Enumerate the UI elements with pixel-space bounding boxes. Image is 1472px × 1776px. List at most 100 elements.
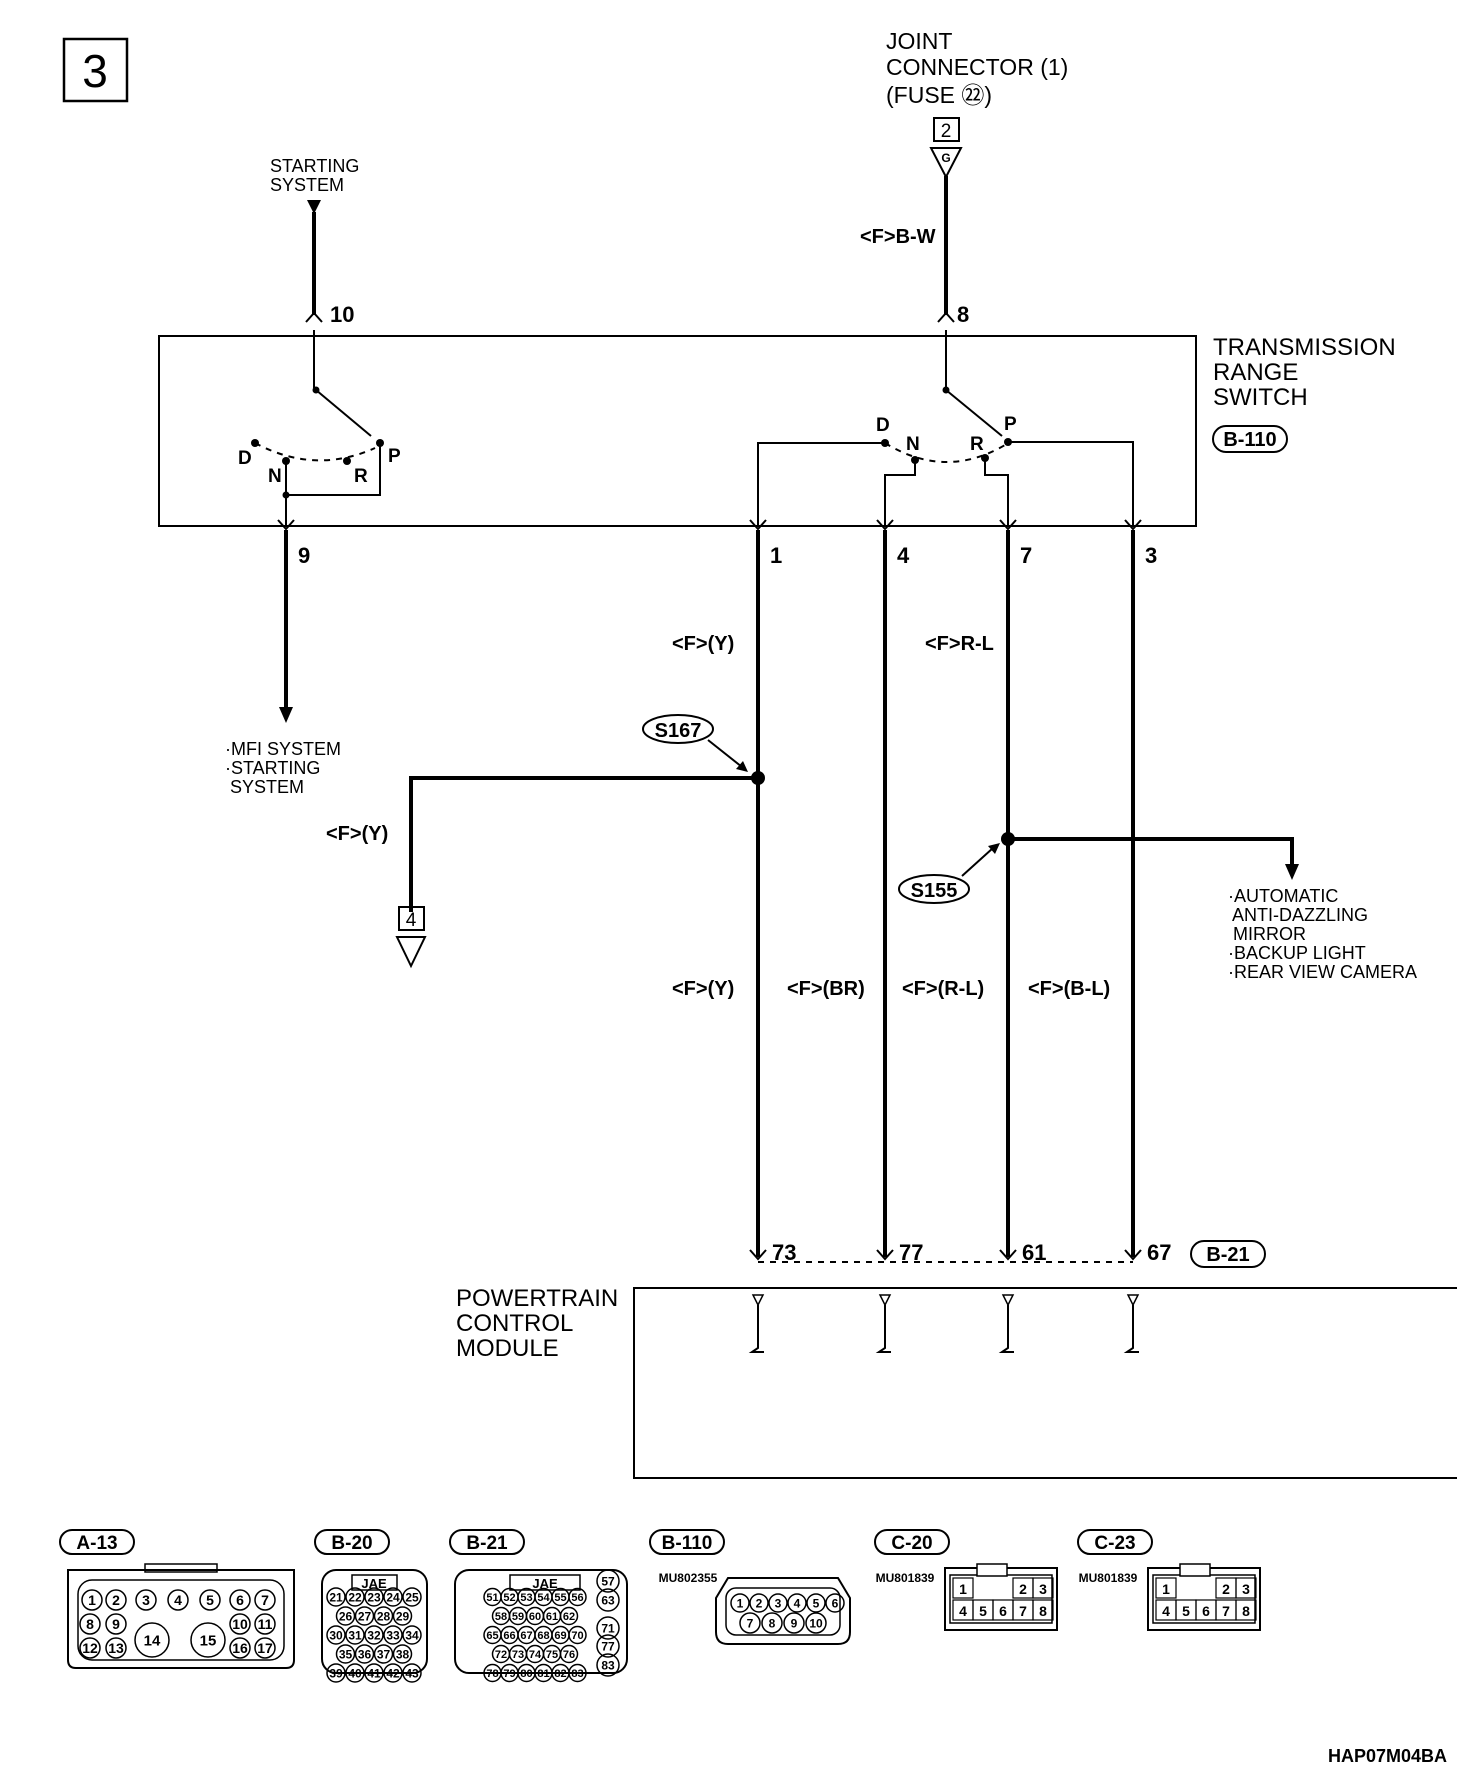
connector-pin-5-6: 7 — [1222, 1603, 1230, 1619]
pcm-pin-73-label: 73 — [772, 1240, 796, 1265]
connector-pin-0-16: 17 — [257, 1640, 273, 1656]
switch-range-arc — [254, 442, 376, 462]
connector-latch — [351, 1574, 398, 1591]
connector-pin — [402, 1625, 422, 1645]
connector-pin-1-14: 35 — [339, 1647, 353, 1661]
connector-pin — [383, 1587, 403, 1607]
connector-latch — [509, 1574, 581, 1591]
connector-pin-2-8: 60 — [529, 1611, 541, 1623]
splice-s167-label: S167 — [655, 720, 702, 742]
trs-line-1: TRANSMISSION — [1213, 334, 1396, 361]
pin-3-label: 3 — [1145, 543, 1157, 568]
connector-pin — [335, 1644, 356, 1664]
connector-pin-2-29: 63 — [601, 1593, 615, 1607]
connector-pin-5-0: 1 — [1162, 1581, 1170, 1597]
connector-id-tag — [1077, 1529, 1153, 1555]
connector-pin-1-22: 43 — [405, 1666, 419, 1680]
connector-pin-3-5: 6 — [832, 1596, 839, 1610]
switch-pos-p: P — [1004, 414, 1017, 435]
connector-pin-3-8: 9 — [791, 1616, 798, 1630]
connector-pin-0-8: 9 — [112, 1616, 120, 1632]
connector-pin-1-12: 33 — [386, 1628, 400, 1642]
connector-pin-2-0: 51 — [486, 1592, 498, 1604]
switch-contact-arm — [945, 389, 1003, 437]
connector-pin — [730, 1593, 750, 1613]
pcm-label: POWERTRAIN CONTROL MODULE — [456, 1285, 618, 1362]
connector-pin-1-18: 39 — [329, 1666, 343, 1680]
connector-pin — [354, 1644, 375, 1664]
destination-line-1: ·AUTOMATIC — [1228, 886, 1338, 906]
connector-pin — [81, 1589, 103, 1611]
connector-pin-2-15: 69 — [554, 1630, 566, 1642]
connector-pin-1-21: 42 — [386, 1666, 400, 1680]
pcm-inputs — [748, 1294, 1140, 1353]
connector-pin-5-7: 8 — [1242, 1603, 1250, 1619]
wire-bw-label: <F>B-W — [860, 226, 936, 248]
joint-pin-number: 2 — [941, 121, 952, 142]
connector-pin-2-31: 77 — [601, 1639, 615, 1653]
connector-pin-0-12: 13 — [108, 1640, 124, 1656]
connector-pin — [199, 1589, 221, 1611]
connector-pin-0-5: 6 — [236, 1592, 244, 1608]
connector-pin — [761, 1612, 783, 1634]
connector-pin — [392, 1644, 413, 1664]
trs-line-3: SWITCH — [1213, 384, 1308, 411]
connector-pin-2-19: 74 — [529, 1649, 542, 1661]
connector-pin-1-1: 22 — [348, 1590, 362, 1604]
connector-pin-2-11: 65 — [486, 1630, 498, 1642]
mfi-system-label: ·MFI SYSTEM ·STARTING SYSTEM — [225, 739, 341, 797]
wire-y-bottom-label: <F>(Y) — [672, 978, 734, 1000]
connector-cavity — [1155, 1577, 1177, 1599]
connector-pin — [229, 1613, 251, 1635]
connector-pin-5-5: 6 — [1202, 1603, 1210, 1619]
connector-pin — [167, 1589, 189, 1611]
connector-pin-2-25: 81 — [537, 1668, 549, 1680]
arrow-icon — [736, 761, 748, 772]
connector-part-4: MU801839 — [876, 1571, 935, 1585]
connector-pin-1-0: 21 — [329, 1590, 343, 1604]
connector-pin-2-10: 62 — [563, 1611, 575, 1623]
connector-pin-5-1: 2 — [1222, 1581, 1230, 1597]
pcm-terminals: 73 77 61 67 B-21 — [749, 1240, 1266, 1268]
connector-pin — [135, 1589, 157, 1611]
connector-pin — [596, 1569, 620, 1593]
pcm-connector-tag — [1190, 1240, 1266, 1268]
mfi-line-1: ·MFI SYSTEM — [225, 739, 341, 759]
connector-pin-2-24: 80 — [520, 1668, 532, 1680]
connector-pin-1-3: 24 — [386, 1590, 400, 1604]
pcm-line-2: CONTROL — [456, 1310, 573, 1337]
connector-body — [715, 1577, 851, 1645]
page-number-box: 3 — [62, 37, 129, 103]
connector-body — [944, 1567, 1058, 1631]
connector-pin — [254, 1613, 276, 1635]
pin-8-label: 8 — [957, 302, 969, 327]
connector-pin — [105, 1589, 127, 1611]
switch-connector-id: B-110 — [1223, 429, 1276, 451]
connector-pin — [229, 1589, 251, 1611]
connector-pin — [364, 1587, 384, 1607]
switch-pos-n: N — [268, 466, 282, 487]
connector-pin-2-28: 57 — [601, 1574, 615, 1588]
connector-pin — [402, 1587, 422, 1607]
connector-pin — [596, 1588, 620, 1612]
connector-pin-2-20: 75 — [546, 1649, 558, 1661]
connector-pin — [79, 1613, 101, 1635]
connector-pin — [568, 1663, 587, 1683]
connector-pin — [806, 1593, 826, 1613]
connector-pin — [326, 1625, 346, 1645]
joint-connector-pin: 2 G — [929, 117, 963, 180]
connector-pin — [383, 1625, 403, 1645]
left-range-switch: D N R P — [238, 330, 401, 527]
splice-s167: S167 — [642, 714, 765, 785]
connector-pin — [568, 1625, 587, 1645]
connector-pin — [229, 1637, 251, 1659]
connector-pin-2-27: 83 — [571, 1668, 583, 1680]
connector-pin-2-30: 71 — [601, 1621, 615, 1635]
connector-cavity — [1032, 1577, 1054, 1599]
connector-pin-2-1: 52 — [503, 1592, 515, 1604]
connector-pin-1-10: 31 — [348, 1628, 362, 1642]
pcm-connector-id: B-21 — [1206, 1244, 1249, 1266]
joint-connector-line-1: JOINT — [886, 28, 952, 54]
